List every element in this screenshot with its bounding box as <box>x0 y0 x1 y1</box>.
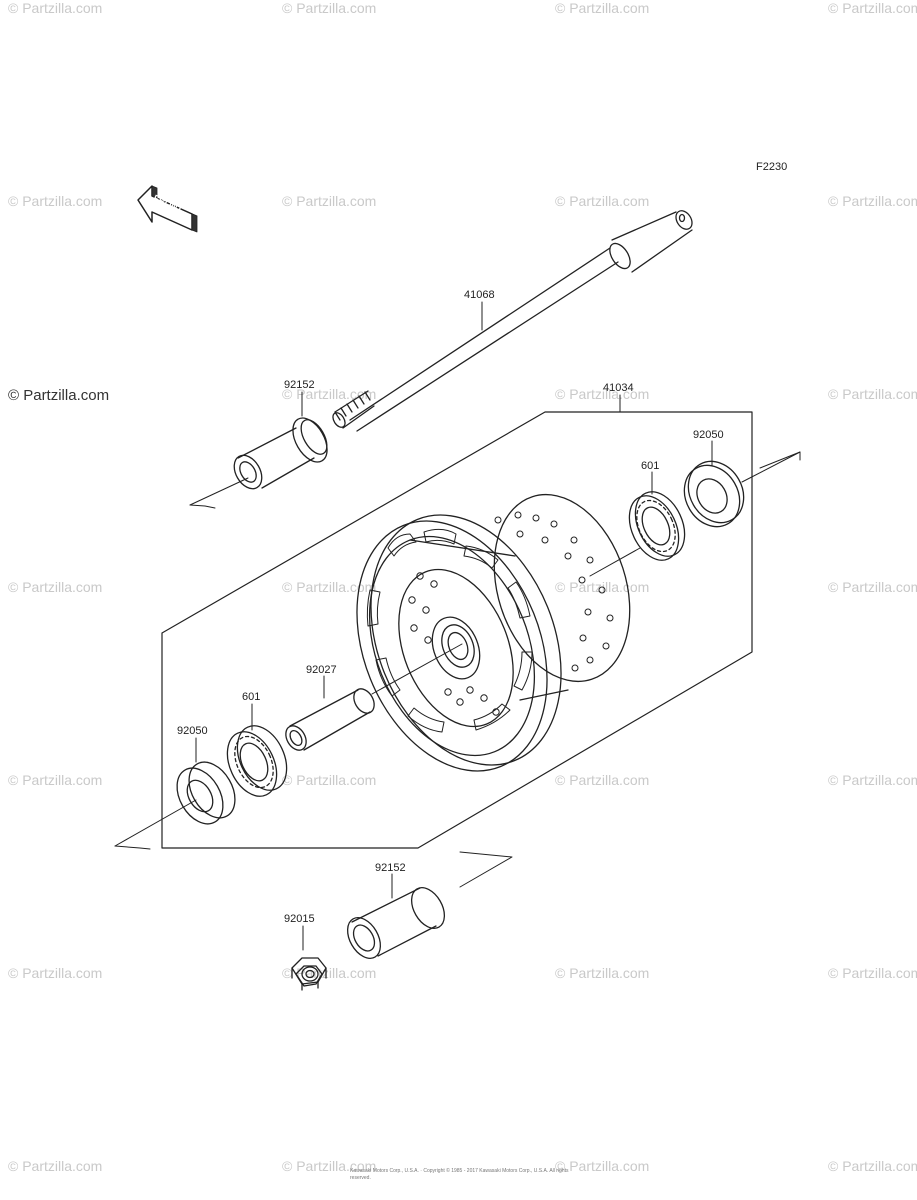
watermark-text: © Partzilla.com <box>828 0 917 16</box>
watermark-text: © Partzilla.com <box>555 965 650 981</box>
front-arrow-icon <box>137 185 198 233</box>
watermark-text: © Partzilla.com <box>8 965 103 981</box>
watermark-text: © Partzilla.com <box>555 1158 650 1174</box>
watermark-text: © Partzilla.com <box>8 1158 103 1174</box>
watermark-text: © Partzilla.com <box>282 772 377 788</box>
watermark-text: © Partzilla.com <box>828 1158 917 1174</box>
watermark-text: © Partzilla.com <box>555 772 650 788</box>
label-bearing-right: 601 <box>641 460 659 472</box>
oil-seal-right-part <box>683 460 745 528</box>
watermark-text: © Partzilla.com <box>282 965 377 981</box>
label-oil-seal-right: 92050 <box>693 429 724 441</box>
watermark-text: © Partzilla.com <box>828 386 917 402</box>
watermark-text: © Partzilla.com <box>282 0 377 16</box>
label-oil-seal-left: 92050 <box>177 725 208 737</box>
watermark-text: © Partzilla.com <box>555 386 650 402</box>
label-nut: 92015 <box>284 913 315 925</box>
watermark-text: © Partzilla.com <box>828 772 917 788</box>
watermark-text: © Partzilla.com <box>555 0 650 16</box>
wheel-hub-part <box>356 493 631 772</box>
watermark-logo: © Partzilla.com <box>8 387 110 404</box>
collar-top-part <box>233 417 328 490</box>
watermark-text: © Partzilla.com <box>8 193 103 209</box>
collar-bottom-part <box>346 887 446 959</box>
watermark-text: © Partzilla.com <box>282 579 377 595</box>
bearing-right-part <box>628 491 686 561</box>
watermark-text: © Partzilla.com <box>828 579 917 595</box>
label-collar-bottom: 92152 <box>375 862 406 874</box>
oil-seal-left-part <box>176 761 236 825</box>
collar-mid-part <box>285 688 375 751</box>
bearing-left-part <box>226 725 288 797</box>
label-axle: 41068 <box>464 289 495 301</box>
label-wheel-assembly: 41034 <box>603 382 634 394</box>
label-bearing-left: 601 <box>242 691 260 703</box>
watermark-text: © Partzilla.com <box>282 386 377 402</box>
watermark-text: © Partzilla.com <box>555 193 650 209</box>
watermark-text: © Partzilla.com <box>828 193 917 209</box>
label-collar-top: 92152 <box>284 379 315 391</box>
axle-part <box>332 210 693 432</box>
diagram-code: F2230 <box>756 161 787 173</box>
nut-part <box>291 957 327 991</box>
watermark-text: © Partzilla.com <box>8 772 103 788</box>
watermark-text: © Partzilla.com <box>8 0 103 16</box>
label-collar-mid: 92027 <box>306 664 337 676</box>
watermark-text: © Partzilla.com <box>282 193 377 209</box>
watermark-text: © Partzilla.com <box>8 579 103 595</box>
watermark-text: © Partzilla.com <box>828 965 917 981</box>
copyright-notice: Kawasaki Motors Corp., U.S.A. · Copyrigh… <box>350 1168 569 1181</box>
watermark-text: © Partzilla.com <box>282 1158 377 1174</box>
